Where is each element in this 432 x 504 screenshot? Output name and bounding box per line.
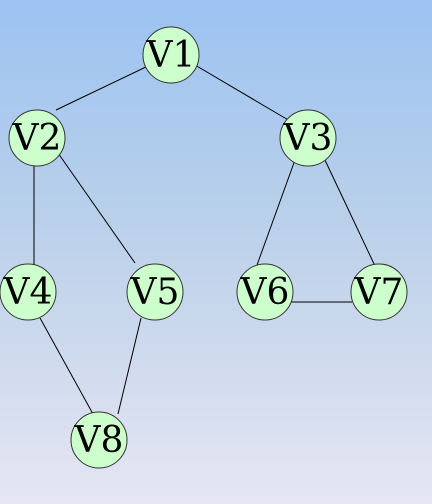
node-v2-label: V2 xyxy=(12,118,62,159)
node-v4: V4 xyxy=(0,263,57,321)
node-v7: V7 xyxy=(350,263,408,321)
node-v2: V2 xyxy=(8,109,66,167)
edges-layer xyxy=(33,64,376,415)
node-v5: V5 xyxy=(126,263,184,321)
node-v3-circle xyxy=(279,109,337,167)
edge-v1-v2 xyxy=(55,64,151,111)
node-v8: V8 xyxy=(70,411,128,469)
node-v7-label: V7 xyxy=(354,272,404,313)
node-v8-label: V8 xyxy=(74,420,124,461)
nodes-layer: V1 V2 V3 V4 V5 V6 xyxy=(0,26,408,469)
node-v4-circle xyxy=(0,263,57,321)
edge-v5-v8 xyxy=(117,317,142,415)
node-v1-label: V1 xyxy=(146,35,196,76)
node-v5-label: V5 xyxy=(130,272,180,313)
node-v1: V1 xyxy=(142,26,200,84)
node-v1-circle xyxy=(142,26,200,84)
edge-v3-v7 xyxy=(323,157,376,267)
node-v5-circle xyxy=(126,263,184,321)
node-v7-circle xyxy=(350,263,408,321)
node-v4-label: V4 xyxy=(3,272,53,313)
node-v2-circle xyxy=(8,109,66,167)
node-v6-circle xyxy=(236,263,294,321)
edge-v4-v8 xyxy=(39,317,94,415)
node-v6-label: V6 xyxy=(240,272,290,313)
node-v8-circle xyxy=(70,411,128,469)
node-v3-label: V3 xyxy=(283,118,333,159)
node-v3: V3 xyxy=(279,109,337,167)
edge-v3-v6 xyxy=(256,159,296,266)
edge-v1-v3 xyxy=(194,64,291,122)
edge-v2-v5 xyxy=(57,152,136,264)
node-v6: V6 xyxy=(236,263,294,321)
